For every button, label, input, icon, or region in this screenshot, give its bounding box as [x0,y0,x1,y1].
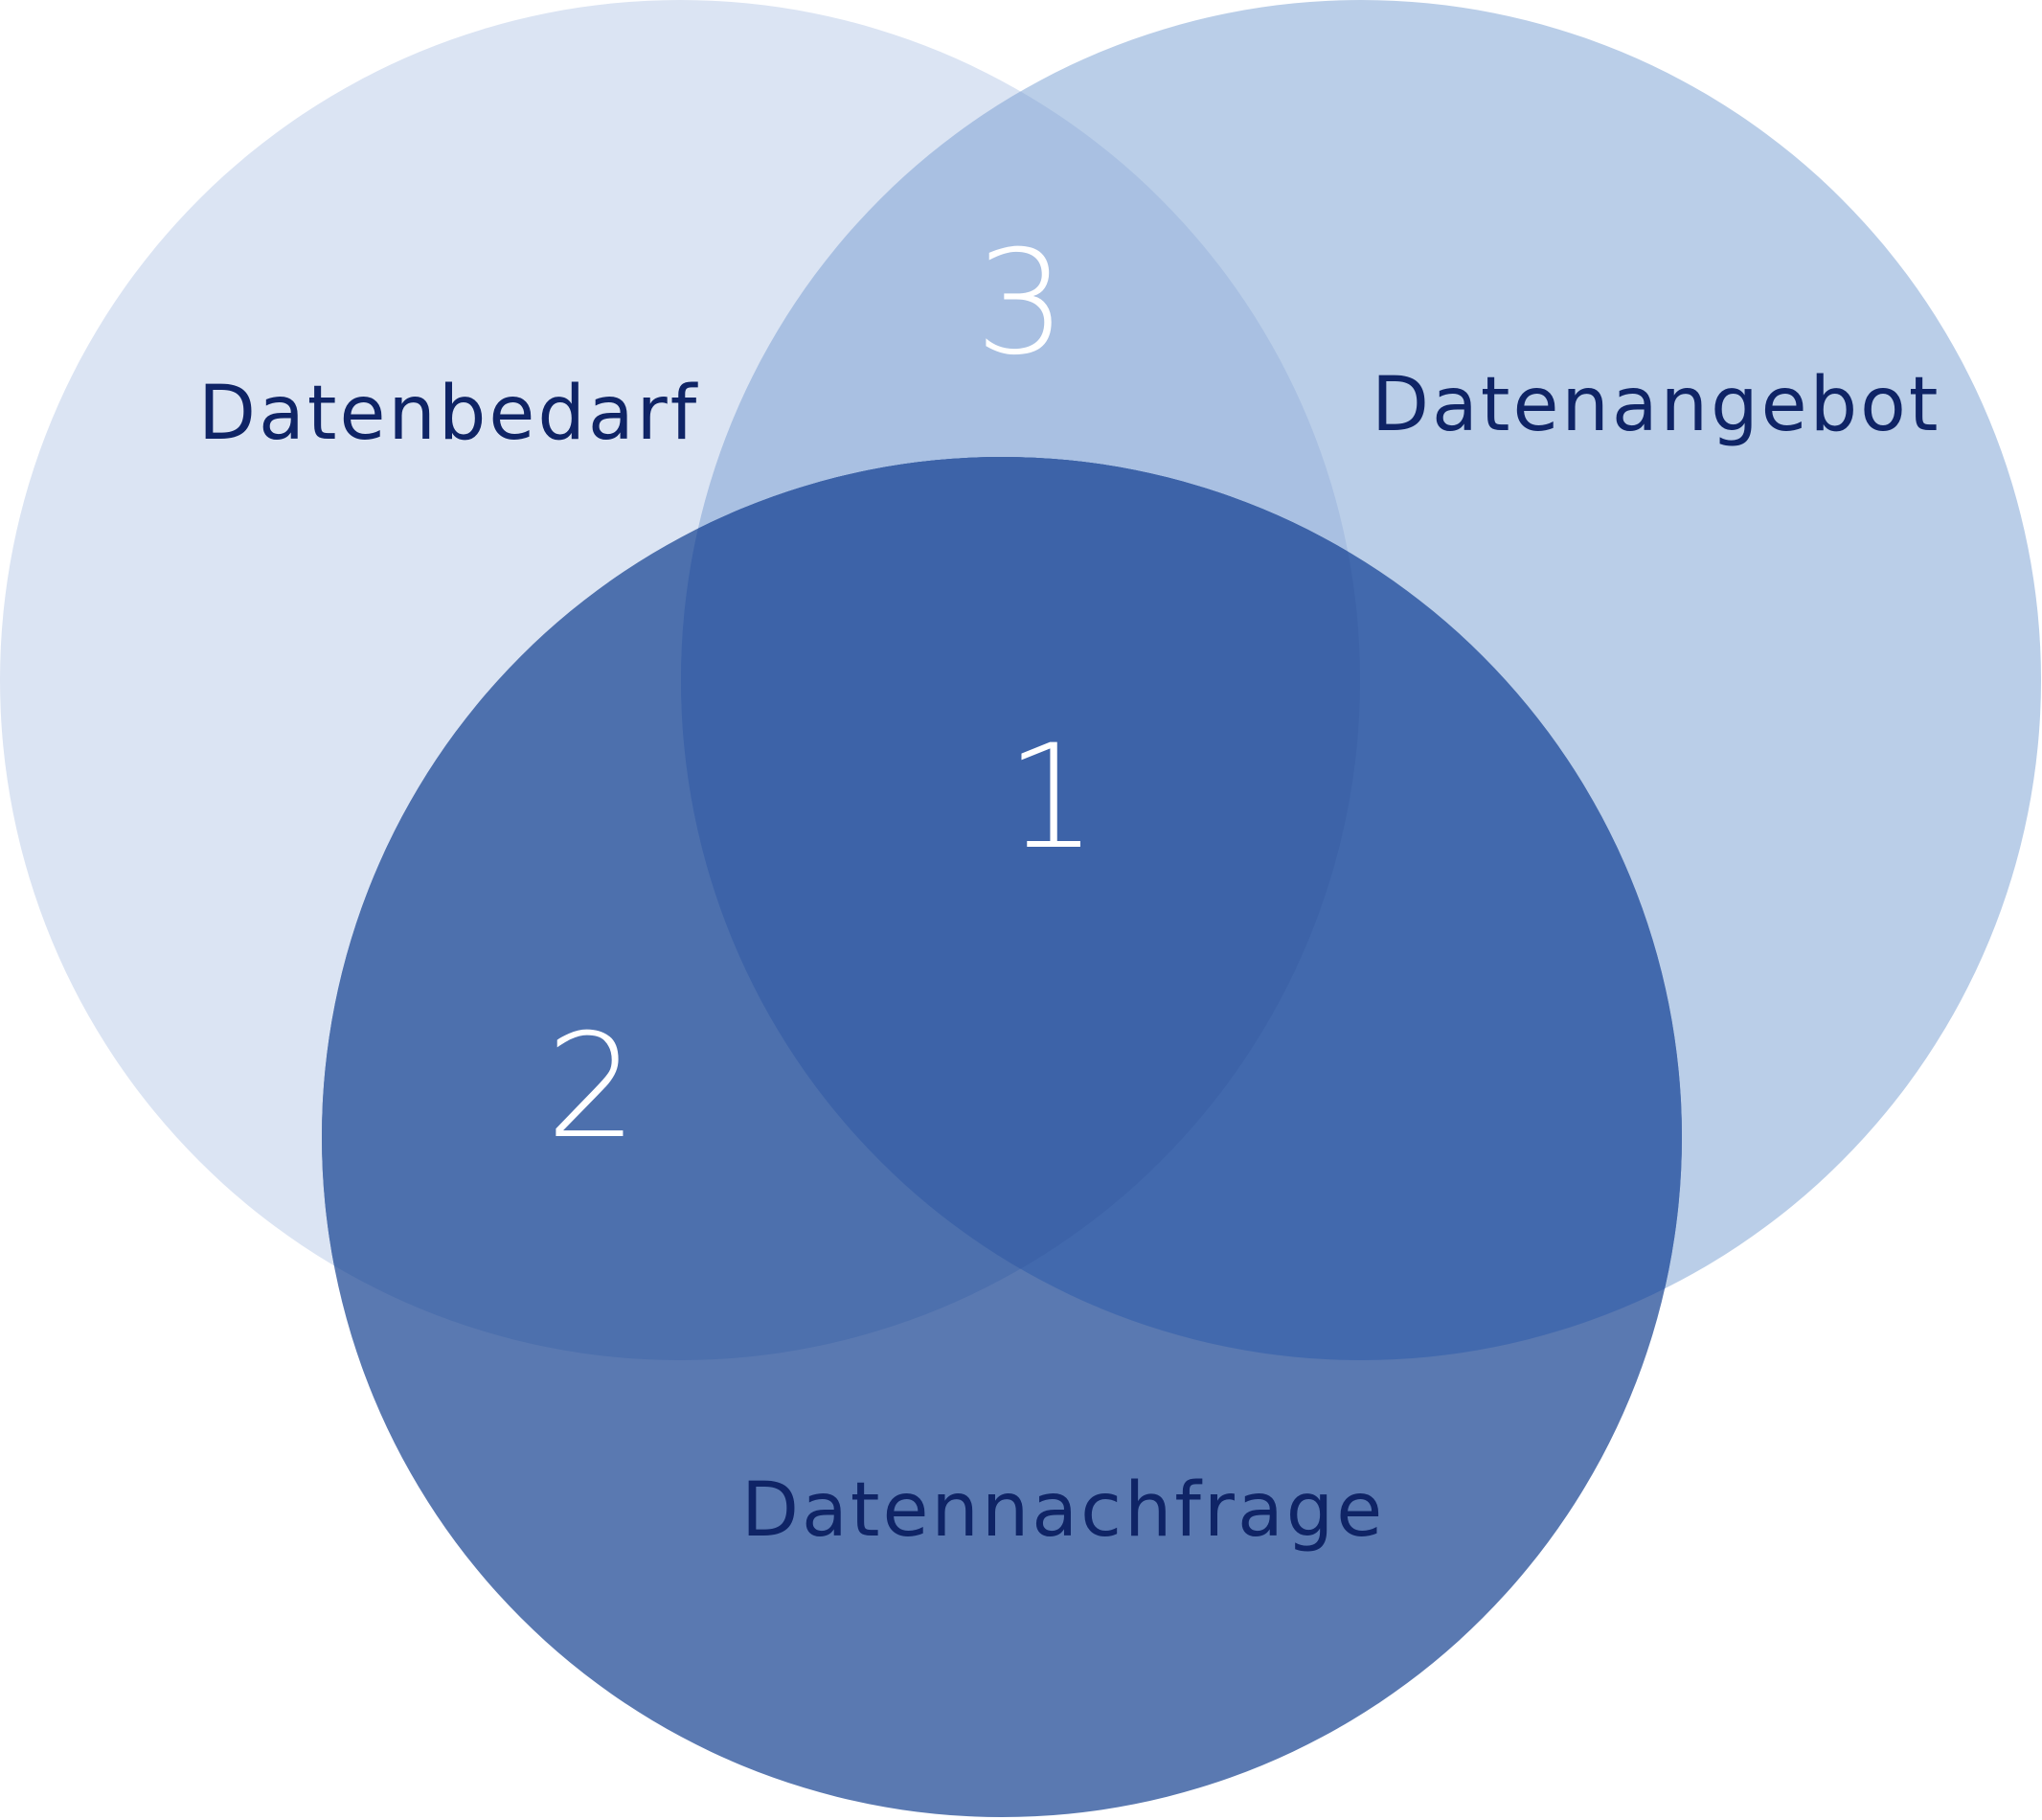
intersection-abc [681,457,1360,1360]
region-number-3: 3 [975,220,1066,387]
region-number-2: 2 [546,1004,637,1171]
label-datenbedarf: Datenbedarf [198,371,699,457]
region-number-1: 1 [1006,715,1097,881]
label-datennachfrage: Datennachfrage [741,1467,1385,1554]
label-datenangebot: Datenangebot [1372,362,1940,448]
